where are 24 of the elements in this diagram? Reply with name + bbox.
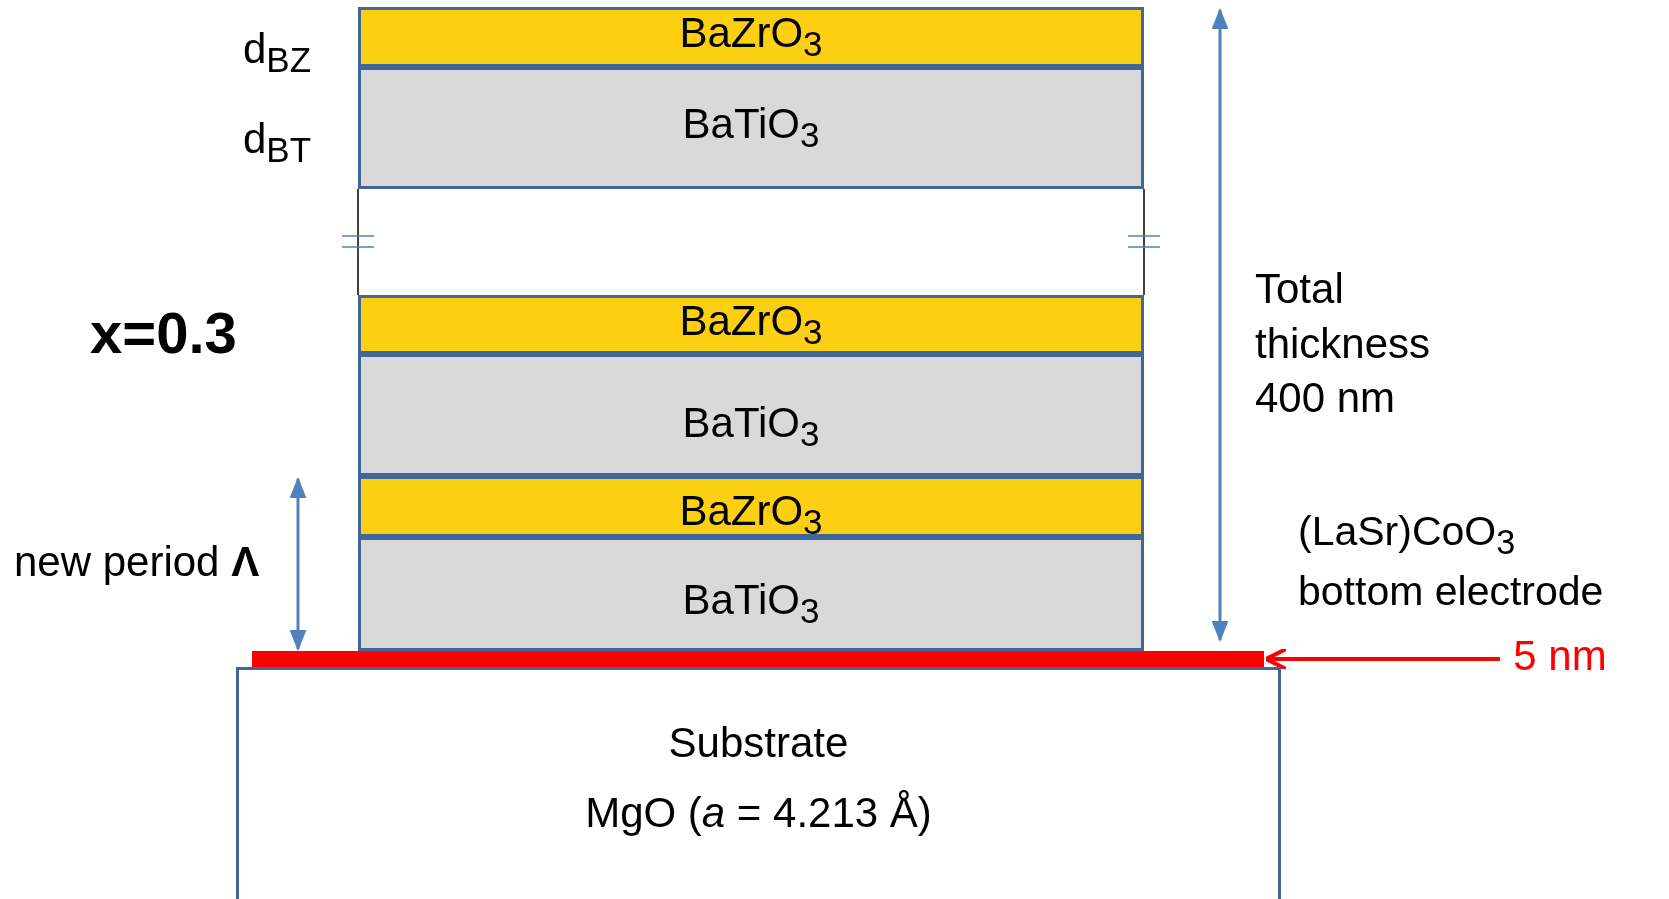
- layer-band: [358, 537, 1144, 651]
- period-label: new period Λ: [14, 537, 260, 587]
- layer-band: [358, 67, 1144, 189]
- layer-label: Substrate: [668, 718, 849, 768]
- arrow: [1264, 647, 1500, 671]
- composition-label: x=0.3: [90, 299, 237, 367]
- thickness-symbol: d$_{BT}$: [243, 114, 312, 172]
- electrode-bar: [252, 651, 1264, 667]
- total-thickness-label: Total thickness 400 nm: [1255, 264, 1432, 424]
- layer-label: BaZrO$_{3}$: [679, 8, 823, 66]
- text-label: 5 nm: [1513, 630, 1607, 681]
- layer-band: [358, 7, 1144, 67]
- thickness-symbol: d$_{BZ}$: [243, 24, 312, 82]
- substrate-block: [236, 667, 1281, 899]
- layer-label: BaTiO$_{3}$: [682, 99, 820, 157]
- layer-band: [358, 476, 1144, 537]
- text-label: MgO (a = 4.213 Å): [585, 788, 932, 839]
- electrode-label: (LaSr)CoO$_{3}$ bottom electrode: [1298, 507, 1605, 616]
- layer-label: BaZrO$_{3}$: [679, 485, 823, 544]
- layer-label: BaTiO$_{3}$: [682, 398, 820, 456]
- layer-label: BaTiO$_{3}$: [682, 575, 820, 633]
- layer-label: BaZrO$_{3}$: [679, 295, 823, 354]
- layer-band: [358, 354, 1144, 476]
- layer-band: [358, 295, 1144, 354]
